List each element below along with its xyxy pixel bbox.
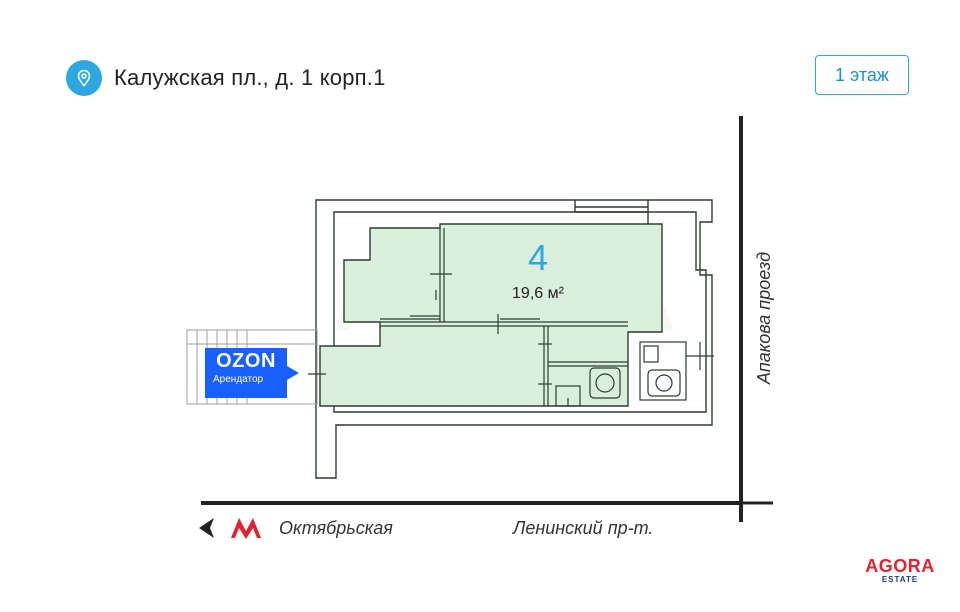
brand-name: AGORA	[865, 556, 935, 576]
agora-logo: AGORA ESTATE	[852, 556, 948, 584]
side-street-name: Апакова проезд	[754, 252, 774, 385]
unit-number: 4	[528, 237, 548, 278]
floor-button[interactable]: 1 этаж	[815, 55, 909, 95]
tenant-arrow-icon	[287, 366, 299, 380]
unit-area: 19,6 м²	[512, 285, 565, 302]
tenant-label: Арендатор	[213, 374, 264, 385]
sanitary-rooms	[639, 341, 714, 401]
tenant-badge: OZON Арендатор	[205, 348, 287, 398]
building-walls	[315, 199, 713, 479]
toilet-fixture	[589, 367, 621, 399]
address-header: Калужская пл., д. 1 корп.1	[66, 58, 386, 98]
interior-walls	[308, 228, 628, 407]
main-street-name: Ленинский пр-т.	[512, 518, 653, 538]
location-pin-icon	[66, 60, 102, 96]
brand-sub: ESTATE	[881, 575, 919, 584]
ozon-logo: OZON	[216, 350, 276, 372]
unit-4-area[interactable]	[319, 223, 663, 407]
metro-station-name: Октябрьская	[279, 518, 393, 538]
direction-arrow-icon	[199, 518, 214, 538]
metro-icon	[231, 518, 261, 539]
address-text: Калужская пл., д. 1 корп.1	[114, 65, 386, 90]
